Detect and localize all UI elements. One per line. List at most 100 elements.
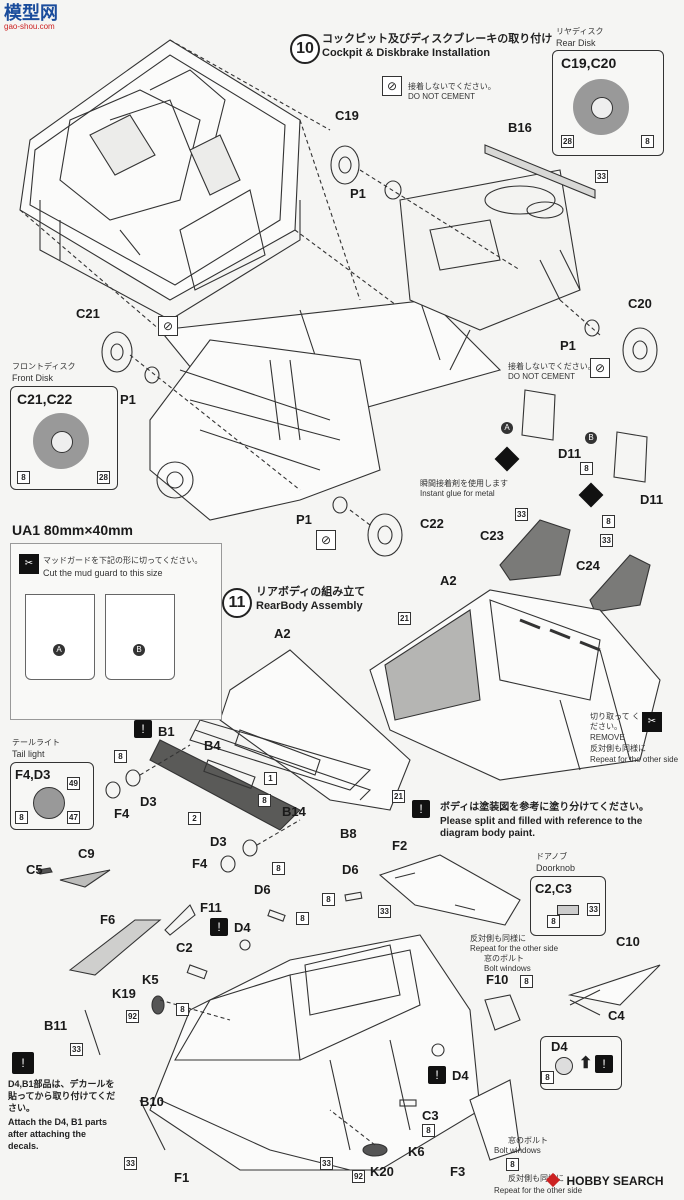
paint-note-jp: ボディは塗装図を参考に塗り分けてください。	[440, 802, 649, 813]
d4-box-label: D4	[551, 1039, 568, 1054]
label-p1-front-left: P1	[120, 392, 136, 407]
ua1-title: UA1 80mm×40mm	[12, 522, 134, 538]
tail-light-parts: F4,D3	[15, 767, 51, 782]
doorknob-icon	[557, 905, 579, 915]
color-33-b16: 33	[595, 170, 608, 183]
remove-jp2: 反対側も同様に	[590, 744, 646, 753]
doorknob-parts: C2,C3	[535, 881, 572, 896]
site-logo-url: gao-shou.com	[4, 22, 55, 31]
label-f6: F6	[100, 912, 116, 927]
color-33-roof: 33	[378, 905, 391, 918]
label-d4-roof: D4	[234, 920, 251, 935]
front-disk-hub-icon	[51, 431, 73, 453]
label-b4: B4	[204, 738, 221, 753]
label-b1: B1	[158, 724, 175, 739]
label-b14: B14	[282, 804, 306, 819]
label-c3: C3	[422, 1108, 439, 1123]
label-b10: B10	[140, 1094, 164, 1109]
label-d6-right: D6	[342, 862, 359, 877]
no-cement-right-jp: 接着しないでください。	[508, 362, 596, 371]
label-k6: K6	[408, 1144, 425, 1159]
front-disk-color-1: 8	[17, 471, 30, 484]
decal-warn-icon-d4: !	[210, 918, 228, 936]
no-cement-icon-top: ⊘	[382, 76, 402, 96]
doorknob-box: C2,C3 8 33	[530, 876, 606, 936]
label-c21: C21	[76, 306, 100, 321]
tail-light-title-jp: テールライト	[12, 738, 60, 747]
color-33-f1: 33	[320, 1157, 333, 1170]
no-cement-icon-front: ⊘	[158, 316, 178, 336]
tail-light-color-1: 49	[67, 777, 80, 790]
label-c2: C2	[176, 940, 193, 955]
paint-note-en: Please split and filled with reference t…	[440, 816, 643, 839]
front-disk-title-en: Front Disk	[12, 373, 54, 383]
label-f3: F3	[450, 1164, 466, 1179]
rear-disk-parts: C19,C20	[561, 55, 617, 71]
bolt-windows-en-top: Bolt windows	[484, 964, 531, 973]
label-p1-front-right: P1	[296, 512, 312, 527]
tail-light-color-2: 8	[15, 811, 28, 824]
hobby-search-logo: HOBBY SEARCH	[545, 1172, 680, 1190]
rear-disk-color-1: 28	[561, 135, 574, 148]
front-disk-title-jp: フロントディスク	[12, 362, 76, 371]
repeat-other-en: Repeat for the other side	[470, 944, 559, 953]
rear-disk-color-2: 8	[641, 135, 654, 148]
tail-light-color-3: 47	[67, 811, 80, 824]
step-10-badge: 10	[290, 34, 320, 64]
front-disk-box: C21,C22 8 28	[10, 386, 118, 490]
ua1-note-en: Cut the mud guard to this size	[43, 568, 163, 578]
no-cement-right-en: DO NOT CEMENT	[508, 372, 575, 381]
color-8-d6-left: 8	[296, 912, 309, 925]
mudguard-b-label: B	[133, 644, 145, 656]
site-logo: 模型网 gao-shou.com	[4, 4, 70, 32]
tail-light-title-en: Tail light	[12, 749, 45, 759]
label-k5: K5	[142, 972, 159, 987]
label-c20: C20	[628, 296, 652, 311]
d4-box-part-icon	[555, 1057, 573, 1075]
label-f2: F2	[392, 838, 408, 853]
color-8-c3: 8	[422, 1124, 435, 1137]
label-c10: C10	[616, 934, 640, 949]
remove-en2: Repeat for the other side	[590, 755, 679, 764]
bolt-windows-en: Bolt windows	[494, 1146, 541, 1155]
label-d6-left: D6	[254, 882, 271, 897]
bolt-windows-jp: 窓のボルト	[508, 1136, 548, 1145]
label-c24: C24	[576, 558, 600, 573]
label-k19: K19	[112, 986, 136, 1001]
repeat-bottom-jp: 反対側も同様に	[508, 1174, 564, 1183]
doorknob-title-jp: ドアノブ	[536, 852, 568, 861]
label-d11-left: D11	[558, 446, 582, 461]
color-8-d11-left: 8	[580, 462, 593, 475]
decal-note-jp: D4,B1部品は、デカールを貼ってから取り付けてください。	[8, 1079, 116, 1113]
front-disk-color-2: 28	[97, 471, 110, 484]
label-k20: K20	[370, 1164, 394, 1179]
site-logo-text: 模型网	[4, 3, 58, 23]
decal-note-en: Attach the D4, B1 parts after attaching …	[8, 1117, 108, 1151]
no-cement-top-jp: 接着しないでください。	[408, 82, 496, 91]
step-11-badge: 11	[222, 588, 252, 618]
repeat-bottom-en: Repeat for the other side	[494, 1186, 583, 1195]
marker-a-circle: A	[501, 422, 513, 434]
step-11-title-jp: リアボディの組み立て	[256, 586, 366, 598]
label-f10: F10	[486, 972, 509, 987]
remove-jp: 切り取って ください。	[590, 712, 640, 731]
d4-box: D4 8 ⬆ !	[540, 1036, 622, 1090]
color-8-f10: 8	[520, 975, 533, 988]
label-f1: F1	[174, 1170, 190, 1185]
label-a2-panel: A2	[274, 626, 291, 641]
no-cement-top-en: DO NOT CEMENT	[408, 92, 475, 101]
label-p1-rear-right: P1	[560, 338, 576, 353]
paint-note-icon: !	[412, 800, 430, 818]
color-8-d11-right: 8	[602, 515, 615, 528]
label-p1-rear-left: P1	[350, 186, 366, 201]
color-1-b4: 1	[264, 772, 277, 785]
front-disk-parts: C21,C22	[17, 391, 73, 407]
label-d3-right: D3	[210, 834, 227, 849]
label-c5: C5	[26, 862, 43, 877]
label-d3-left: D3	[140, 794, 157, 809]
label-b8: B8	[340, 826, 357, 841]
bolt-windows-jp-top: 窓のボルト	[484, 954, 524, 963]
ua1-panel: ✂ マッドガードを下記の形に切ってください。 Cut the mud guard…	[10, 543, 222, 720]
label-c19: C19	[335, 108, 359, 123]
